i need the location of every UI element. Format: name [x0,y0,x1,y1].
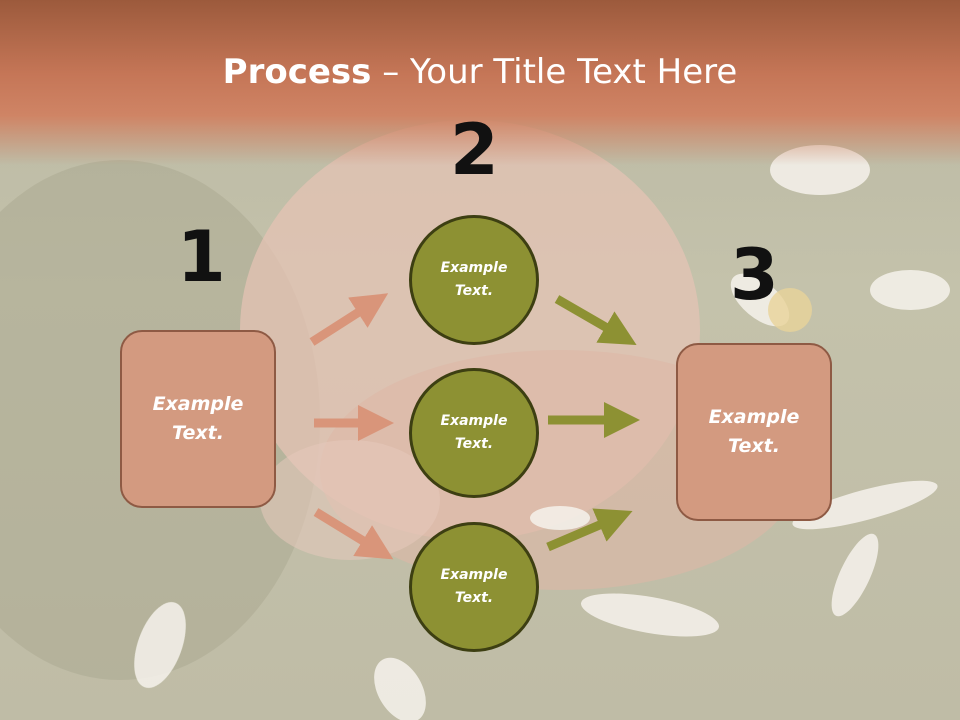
circle-bottom-line1: Example [440,567,508,583]
circle-middle-line2: Text. [454,436,494,452]
arrow-left-to-top [309,293,389,346]
circle-top-line1: Example [440,260,508,276]
right-box-line2: Text. [728,435,780,457]
title-banner [0,0,960,165]
circle-top-line2: Text. [454,283,494,299]
circle-bottom-line2: Text. [454,590,494,606]
arrow-top-to-right [554,295,637,346]
step-number-3: 3 [730,234,779,316]
title-dash: – [371,52,411,92]
title-rest: Your Title Text Here [410,52,738,92]
arrow-bottom-to-right [546,508,633,552]
left-box-line2: Text. [172,422,224,444]
right-box-line1: Example [708,406,800,428]
circle-middle-line1: Example [440,413,508,429]
arrow-left-to-bottom [313,508,394,560]
left-box-line1: Example [152,393,244,415]
title-bold: Process [222,52,372,92]
step-number-2: 2 [450,109,499,191]
slide-title: Process – Your Title Text Here [0,52,960,92]
step-number-1: 1 [177,216,226,298]
